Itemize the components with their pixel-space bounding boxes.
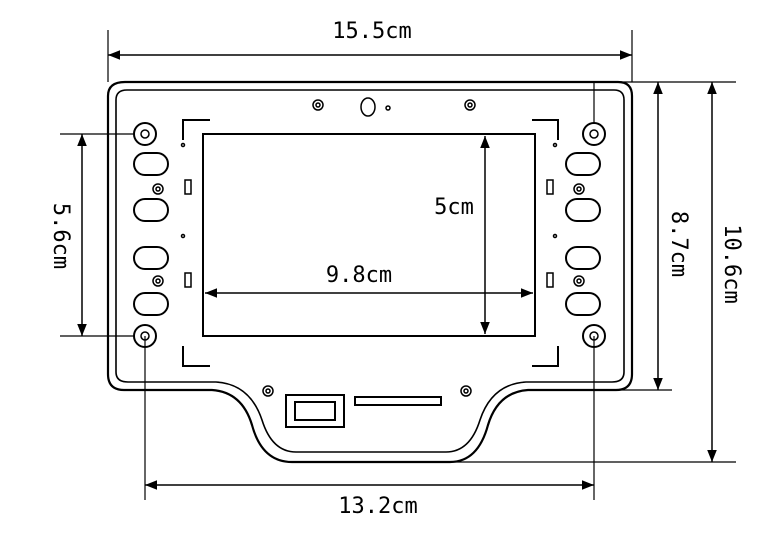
corner-mark-br (532, 346, 559, 367)
corner-mark-tr (532, 119, 559, 140)
label-screen-width: 9.8cm (326, 263, 392, 288)
label-overall-height: 10.6cm (719, 224, 744, 303)
side-tabs (180, 142, 558, 288)
label-hole-horizontal: 13.2cm (338, 494, 417, 519)
mounting-hole-tl (133, 122, 157, 146)
mounting-hole-tr (582, 122, 606, 146)
small-holes (152, 97, 585, 397)
right-slots (565, 152, 601, 316)
label-screen-height: 5cm (434, 195, 474, 220)
corner-mark-bl (182, 346, 210, 367)
label-overall-width: 15.5cm (332, 19, 411, 44)
label-body-height: 8.7cm (666, 211, 691, 277)
left-slots (133, 152, 169, 316)
corner-mark-tl (182, 119, 210, 140)
bottom-connector (285, 394, 442, 428)
extension-lines (60, 30, 736, 500)
label-hole-vertical: 5.6cm (48, 203, 73, 269)
bracket-outline-inner (115, 89, 625, 453)
screen-window (202, 133, 536, 337)
